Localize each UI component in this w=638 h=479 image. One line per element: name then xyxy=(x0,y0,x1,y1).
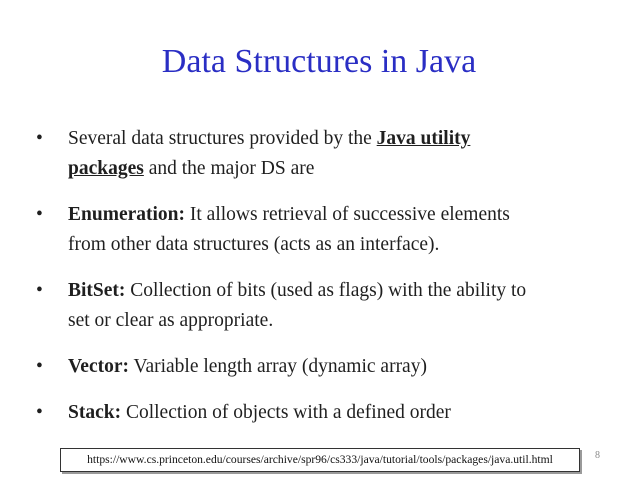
bullet-text: and the major DS are xyxy=(143,158,315,179)
bullet-text: It allows retrieval of successive elemen… xyxy=(185,204,510,225)
bullet-text: Several data structures provided by the xyxy=(68,128,377,149)
bullet-stack: • Stack: Collection of objects with a de… xyxy=(36,398,606,428)
bullet-list: • Several data structures provided by th… xyxy=(36,124,606,444)
java-utility-link[interactable]: Java utility xyxy=(376,128,471,149)
term-enumeration: Enumeration: xyxy=(68,204,185,225)
java-utility-link-continued[interactable]: packages xyxy=(68,158,144,179)
bullet-text: Variable length array (dynamic array) xyxy=(129,356,427,377)
bullet-vector: • Vector: Variable length array (dynamic… xyxy=(36,352,606,382)
bullet-text: Collection of bits (used as flags) with … xyxy=(125,280,527,301)
bullet-marker: • xyxy=(36,402,43,423)
bullet-marker: • xyxy=(36,356,43,377)
source-url-box[interactable]: https://www.cs.princeton.edu/courses/arc… xyxy=(60,448,580,472)
bullet-marker: • xyxy=(36,280,43,301)
bullet-text: set or clear as appropriate. xyxy=(68,310,274,331)
bullet-marker: • xyxy=(36,128,43,149)
term-vector: Vector: xyxy=(68,356,129,377)
page-number: 8 xyxy=(595,450,600,461)
bullet-marker: • xyxy=(36,204,43,225)
bullet-bitset: • BitSet: Collection of bits (used as fl… xyxy=(36,276,606,336)
bullet-text: from other data structures (acts as an i… xyxy=(68,234,440,255)
slide-title: Data Structures in Java xyxy=(161,43,477,80)
term-bitset: BitSet: xyxy=(68,280,126,301)
bullet-enumeration: • Enumeration: It allows retrieval of su… xyxy=(36,200,606,260)
bullet-text: Collection of objects with a defined ord… xyxy=(121,402,451,423)
term-stack: Stack: xyxy=(68,402,122,423)
bullet-java-utility-packages: • Several data structures provided by th… xyxy=(36,124,606,184)
